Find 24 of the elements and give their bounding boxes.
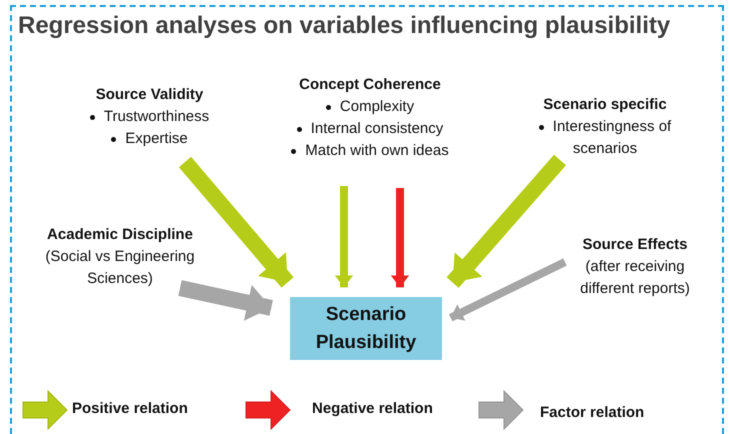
factor-heading: Source Validity (94, 85, 204, 105)
legend-label: Negative relation (312, 400, 433, 417)
legend-label: Positive relation (72, 400, 188, 417)
block-arrow (178, 156, 294, 288)
bullet-item: Interestingness of scenarios (552, 118, 672, 157)
block-arrow (446, 154, 566, 288)
factor-note: (Social vs Engineering Sciences) (44, 247, 196, 289)
bullet-item: Internal consistency (310, 120, 444, 137)
bullet-item: Expertise (125, 130, 188, 147)
outcome-box: Scenario Plausibility (290, 297, 442, 360)
block-arrow (334, 186, 354, 288)
factor-heading: Academic Discipline (46, 225, 194, 245)
factor-heading: Concept Coherence (298, 75, 442, 95)
factor-heading: Scenario specific (542, 95, 668, 115)
block-arrow (390, 188, 410, 288)
block-arrow (178, 280, 273, 321)
block-arrow (448, 258, 567, 322)
bullet-item: Match with own ideas (305, 142, 449, 159)
factor-note: (after receiving different reports) (579, 257, 691, 299)
diagram-title: Regression analyses on variables influencing plausibility (18, 12, 670, 40)
bullet-item: Trustworthiness (104, 108, 210, 125)
factor-heading: Source Effects (581, 235, 689, 255)
bullet-item: Complexity (340, 98, 414, 115)
legend-label: Factor relation (540, 404, 644, 421)
